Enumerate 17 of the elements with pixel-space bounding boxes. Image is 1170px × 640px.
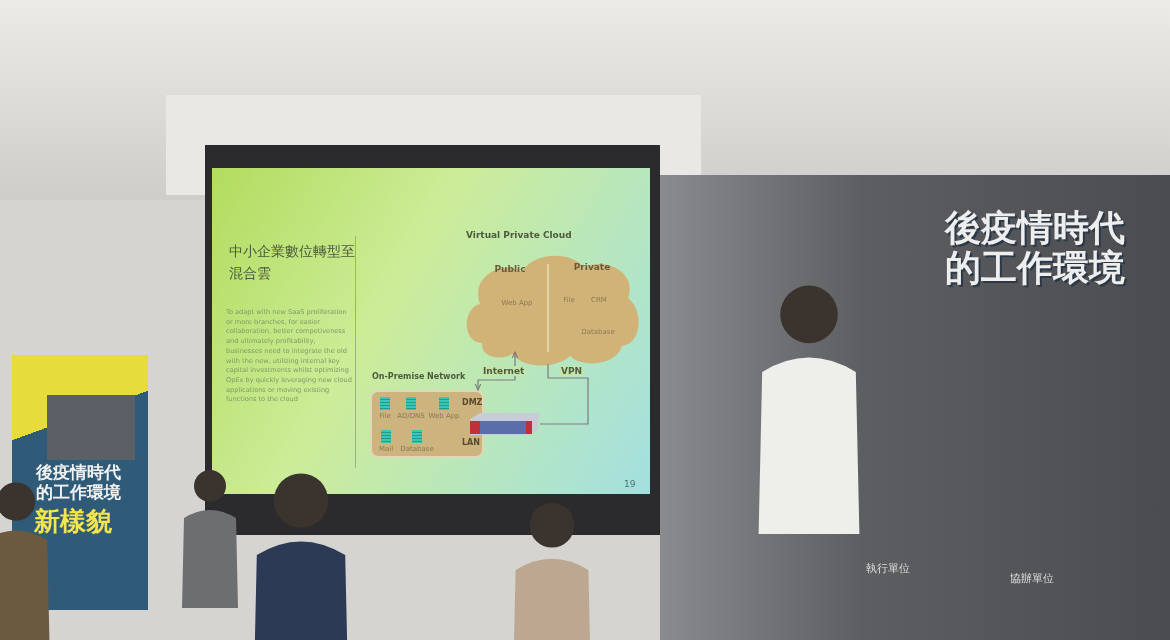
banner-subtitle: 新樣貌	[34, 505, 112, 538]
organizer-label: 協辦單位	[1010, 571, 1054, 586]
network-heading: On-Premise Network	[372, 372, 466, 381]
zone-label: DMZ	[462, 398, 483, 407]
connector-line	[539, 363, 589, 425]
edge-label: Internet	[482, 366, 526, 376]
backdrop-title: 後疫情時代的工作環境	[945, 208, 1126, 288]
edge-label: VPN	[560, 366, 584, 376]
cloud-heading: Virtual Private Cloud	[466, 230, 572, 240]
connector-line	[474, 351, 519, 391]
zone-label: LAN	[462, 438, 480, 447]
slide-title: 中小企業數位轉型至混合雲	[229, 242, 355, 283]
section-heading: Public	[493, 264, 527, 274]
page-number: 19	[624, 479, 636, 489]
banner-title: 後疫情時代的工作環境	[36, 462, 122, 502]
section-heading: Private	[572, 262, 612, 272]
organizer-label: 執行單位	[866, 561, 910, 576]
